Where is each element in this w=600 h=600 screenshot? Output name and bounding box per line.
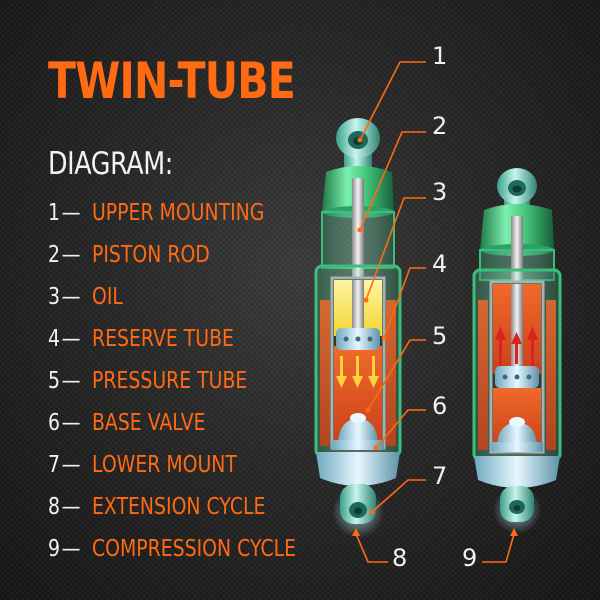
- lower-mount: [332, 484, 384, 538]
- legend-number: 7: [48, 452, 61, 478]
- diagram-subtitle: DIAGRAM:: [48, 146, 173, 182]
- legend-label: PISTON ROD: [91, 242, 210, 268]
- shock-absorber-compression: [472, 168, 562, 534]
- legend-dash: —: [61, 536, 81, 562]
- legend-item: 4— RESERVE TUBE: [48, 326, 234, 356]
- base-valve: [491, 417, 543, 452]
- legend-dash: —: [61, 452, 81, 478]
- legend-item: 6— BASE VALVE: [48, 410, 206, 440]
- shock-absorber-extension: [314, 118, 402, 538]
- lower-mount: [493, 486, 541, 534]
- legend-label: OIL: [91, 284, 123, 310]
- legend-label: UPPER MOUNTING: [91, 200, 265, 226]
- compression-flow-arrows: [495, 326, 538, 366]
- legend-label: RESERVE TUBE: [91, 326, 234, 352]
- legend-number: 3: [48, 284, 61, 310]
- callout-lines: [355, 61, 515, 563]
- callout-number-2: 2: [432, 112, 447, 140]
- legend-item: 3— OIL: [48, 284, 123, 314]
- legend-item: 5— PRESSURE TUBE: [48, 368, 247, 398]
- extension-flow-arrows: [336, 356, 379, 388]
- legend-item: 1— UPPER MOUNTING: [48, 200, 264, 230]
- callout-line-2: [359, 131, 426, 231]
- legend-item: 7— LOWER MOUNT: [48, 452, 237, 482]
- legend-number: 8: [48, 494, 61, 520]
- legend-number: 6: [48, 410, 61, 436]
- callout-line-3: [365, 197, 426, 301]
- bottom-cap: [474, 456, 560, 488]
- callout-line-7: [371, 479, 426, 513]
- legend-dash: —: [61, 494, 81, 520]
- callout-number-7: 7: [432, 462, 447, 490]
- legend-dash: —: [61, 242, 81, 268]
- callout-line-1: [359, 61, 426, 141]
- upper-mounting-eye: [336, 118, 380, 172]
- legend-number: 9: [48, 536, 61, 562]
- legend-label: LOWER MOUNT: [91, 452, 237, 478]
- legend-label: BASE VALVE: [91, 410, 206, 436]
- callout-number-4: 4: [432, 250, 447, 278]
- legend-dash: —: [61, 368, 81, 394]
- piston: [336, 328, 380, 350]
- callout-number-1: 1: [432, 42, 447, 70]
- legend-number: 5: [48, 368, 61, 394]
- legend-dash: —: [61, 284, 81, 310]
- legend-label: EXTENSION CYCLE: [91, 494, 266, 520]
- callout-line-8: [355, 533, 388, 563]
- base-valve: [332, 413, 384, 450]
- callout-number-9: 9: [462, 544, 477, 572]
- legend-item: 2— PISTON ROD: [48, 242, 210, 272]
- callout-line-4: [383, 267, 426, 339]
- callout-line-9: [482, 533, 515, 563]
- callout-dots: [352, 137, 518, 536]
- legend-label: COMPRESSION CYCLE: [91, 536, 297, 562]
- legend-dash: —: [61, 326, 81, 352]
- bottom-cap: [316, 452, 400, 486]
- legend-number: 2: [48, 242, 61, 268]
- legend-dash: —: [61, 410, 81, 436]
- legend-dash: —: [61, 200, 81, 226]
- legend-item: 8— EXTENSION CYCLE: [48, 494, 265, 524]
- callout-number-5: 5: [432, 322, 447, 350]
- page-title: TWIN-TUBE: [48, 52, 296, 110]
- upper-mounting-eye: [497, 168, 537, 208]
- callout-number-6: 6: [432, 392, 447, 420]
- callout-number-3: 3: [432, 178, 447, 206]
- legend-label: PRESSURE TUBE: [91, 368, 248, 394]
- legend-number: 4: [48, 326, 61, 352]
- legend-number: 1: [48, 200, 61, 226]
- legend-item: 9— COMPRESSION CYCLE: [48, 536, 296, 566]
- piston: [495, 366, 539, 388]
- callout-line-6: [375, 409, 426, 449]
- callout-line-5: [367, 339, 426, 411]
- callout-number-8: 8: [392, 544, 407, 572]
